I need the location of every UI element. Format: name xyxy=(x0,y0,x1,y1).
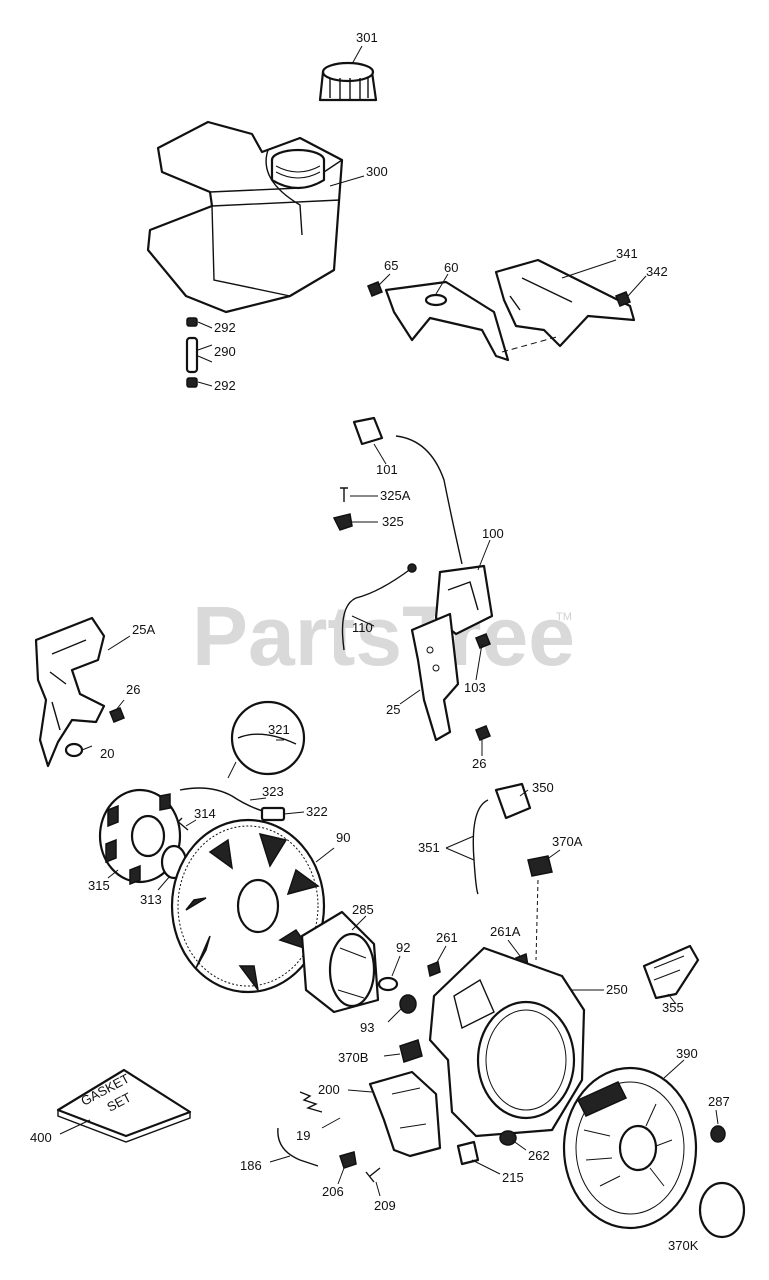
callout: 200 xyxy=(318,1082,340,1097)
part-rewind-starter xyxy=(562,1066,698,1230)
callout: 315 xyxy=(88,878,110,893)
callout: 262 xyxy=(528,1148,550,1163)
part-control-bracket xyxy=(384,280,510,362)
part-clip-215 xyxy=(456,1140,480,1166)
callout: 261 xyxy=(436,930,458,945)
callout: 292 xyxy=(214,320,236,335)
part-fuel-tank xyxy=(146,120,344,314)
part-screw-261 xyxy=(427,960,441,978)
callout: 65 xyxy=(384,258,398,273)
part-decal-370a xyxy=(527,855,553,961)
part-starter-bracket xyxy=(368,1070,442,1158)
callout: 103 xyxy=(464,680,486,695)
part-rotating-screen xyxy=(300,910,380,1014)
callout: 25 xyxy=(386,702,400,717)
part-bolt-103 xyxy=(475,633,491,649)
callout: 186 xyxy=(240,1158,262,1173)
part-bolt-287 xyxy=(710,1125,726,1143)
part-bolt-262 xyxy=(499,1130,517,1146)
callout: 323 xyxy=(262,784,284,799)
callout: 209 xyxy=(374,1198,396,1213)
part-link-186 xyxy=(277,1127,319,1167)
callout: 313 xyxy=(140,892,162,907)
callout: 26 xyxy=(126,682,140,697)
part-ground-wire xyxy=(341,563,417,651)
part-screw-325a xyxy=(340,487,348,502)
callout: 400 xyxy=(30,1130,52,1145)
part-decal-370k xyxy=(698,1181,746,1239)
watermark-trademark: TM xyxy=(556,611,572,623)
callout: 290 xyxy=(214,344,236,359)
callout: 350 xyxy=(532,780,554,795)
part-detail-circle xyxy=(227,700,306,779)
part-bolt-26-right xyxy=(475,725,491,741)
callout: 322 xyxy=(306,804,328,819)
callout: 351 xyxy=(418,840,440,855)
callout: 325A xyxy=(380,488,411,503)
callout: 101 xyxy=(376,462,398,477)
part-nut-93 xyxy=(399,994,417,1014)
part-cylinder-shield xyxy=(34,616,106,768)
part-primer-bulb xyxy=(472,782,532,895)
callout: 100 xyxy=(482,526,504,541)
part-spring-19 xyxy=(299,1091,323,1113)
part-mount-bracket xyxy=(494,258,636,353)
callout: 341 xyxy=(616,246,638,261)
part-blower-housing xyxy=(428,946,586,1138)
callout: 390 xyxy=(676,1046,698,1061)
part-bracket-355 xyxy=(642,944,700,1000)
part-alternator-stator xyxy=(98,788,182,886)
watermark-text: PartsTree xyxy=(192,589,575,683)
callout: 20 xyxy=(100,746,114,761)
part-washer-92 xyxy=(377,976,399,992)
part-washer-20 xyxy=(64,742,84,758)
callout: 25A xyxy=(132,622,155,637)
callout: 321 xyxy=(268,722,290,737)
callout: 370B xyxy=(338,1050,368,1065)
callout: 342 xyxy=(646,264,668,279)
callout: 26 xyxy=(472,756,486,771)
part-flywheel xyxy=(170,818,326,994)
callout: 250 xyxy=(606,982,628,997)
part-gasket-set: GASKET SET xyxy=(56,1068,192,1143)
part-air-baffle xyxy=(410,612,460,742)
part-decal-370b xyxy=(399,1039,423,1063)
callout: 60 xyxy=(444,260,458,275)
callout: 92 xyxy=(396,940,410,955)
part-kill-wire xyxy=(179,787,286,822)
callout-labels: 301 300 65 60 341 342 292 290 292 101 32… xyxy=(30,30,730,1253)
part-bolt-342 xyxy=(615,291,631,307)
part-bolt-26-left xyxy=(109,707,125,723)
part-clip-206 xyxy=(339,1151,357,1169)
callout: 93 xyxy=(360,1020,374,1035)
part-fuel-cap xyxy=(318,61,378,102)
callout: 110 xyxy=(352,620,373,635)
leader-lines xyxy=(59,45,719,1197)
callout: 215 xyxy=(502,1170,524,1185)
callout: 292 xyxy=(214,378,236,393)
callout: 287 xyxy=(708,1094,730,1109)
callout: 355 xyxy=(662,1000,684,1015)
callout: 261A xyxy=(490,924,521,939)
callout: 314 xyxy=(194,806,216,821)
callout: 325 xyxy=(382,514,404,529)
callout: 206 xyxy=(322,1184,344,1199)
part-screw-209 xyxy=(365,1167,381,1183)
part-clip-325 xyxy=(332,513,353,531)
callout: 300 xyxy=(366,164,388,179)
callout: 285 xyxy=(352,902,374,917)
callout: 370A xyxy=(552,834,583,849)
callout: 370K xyxy=(668,1238,699,1253)
callout: 90 xyxy=(336,830,350,845)
part-fuel-line xyxy=(185,317,213,388)
callout: 301 xyxy=(356,30,378,45)
callout: 19 xyxy=(296,1128,310,1143)
